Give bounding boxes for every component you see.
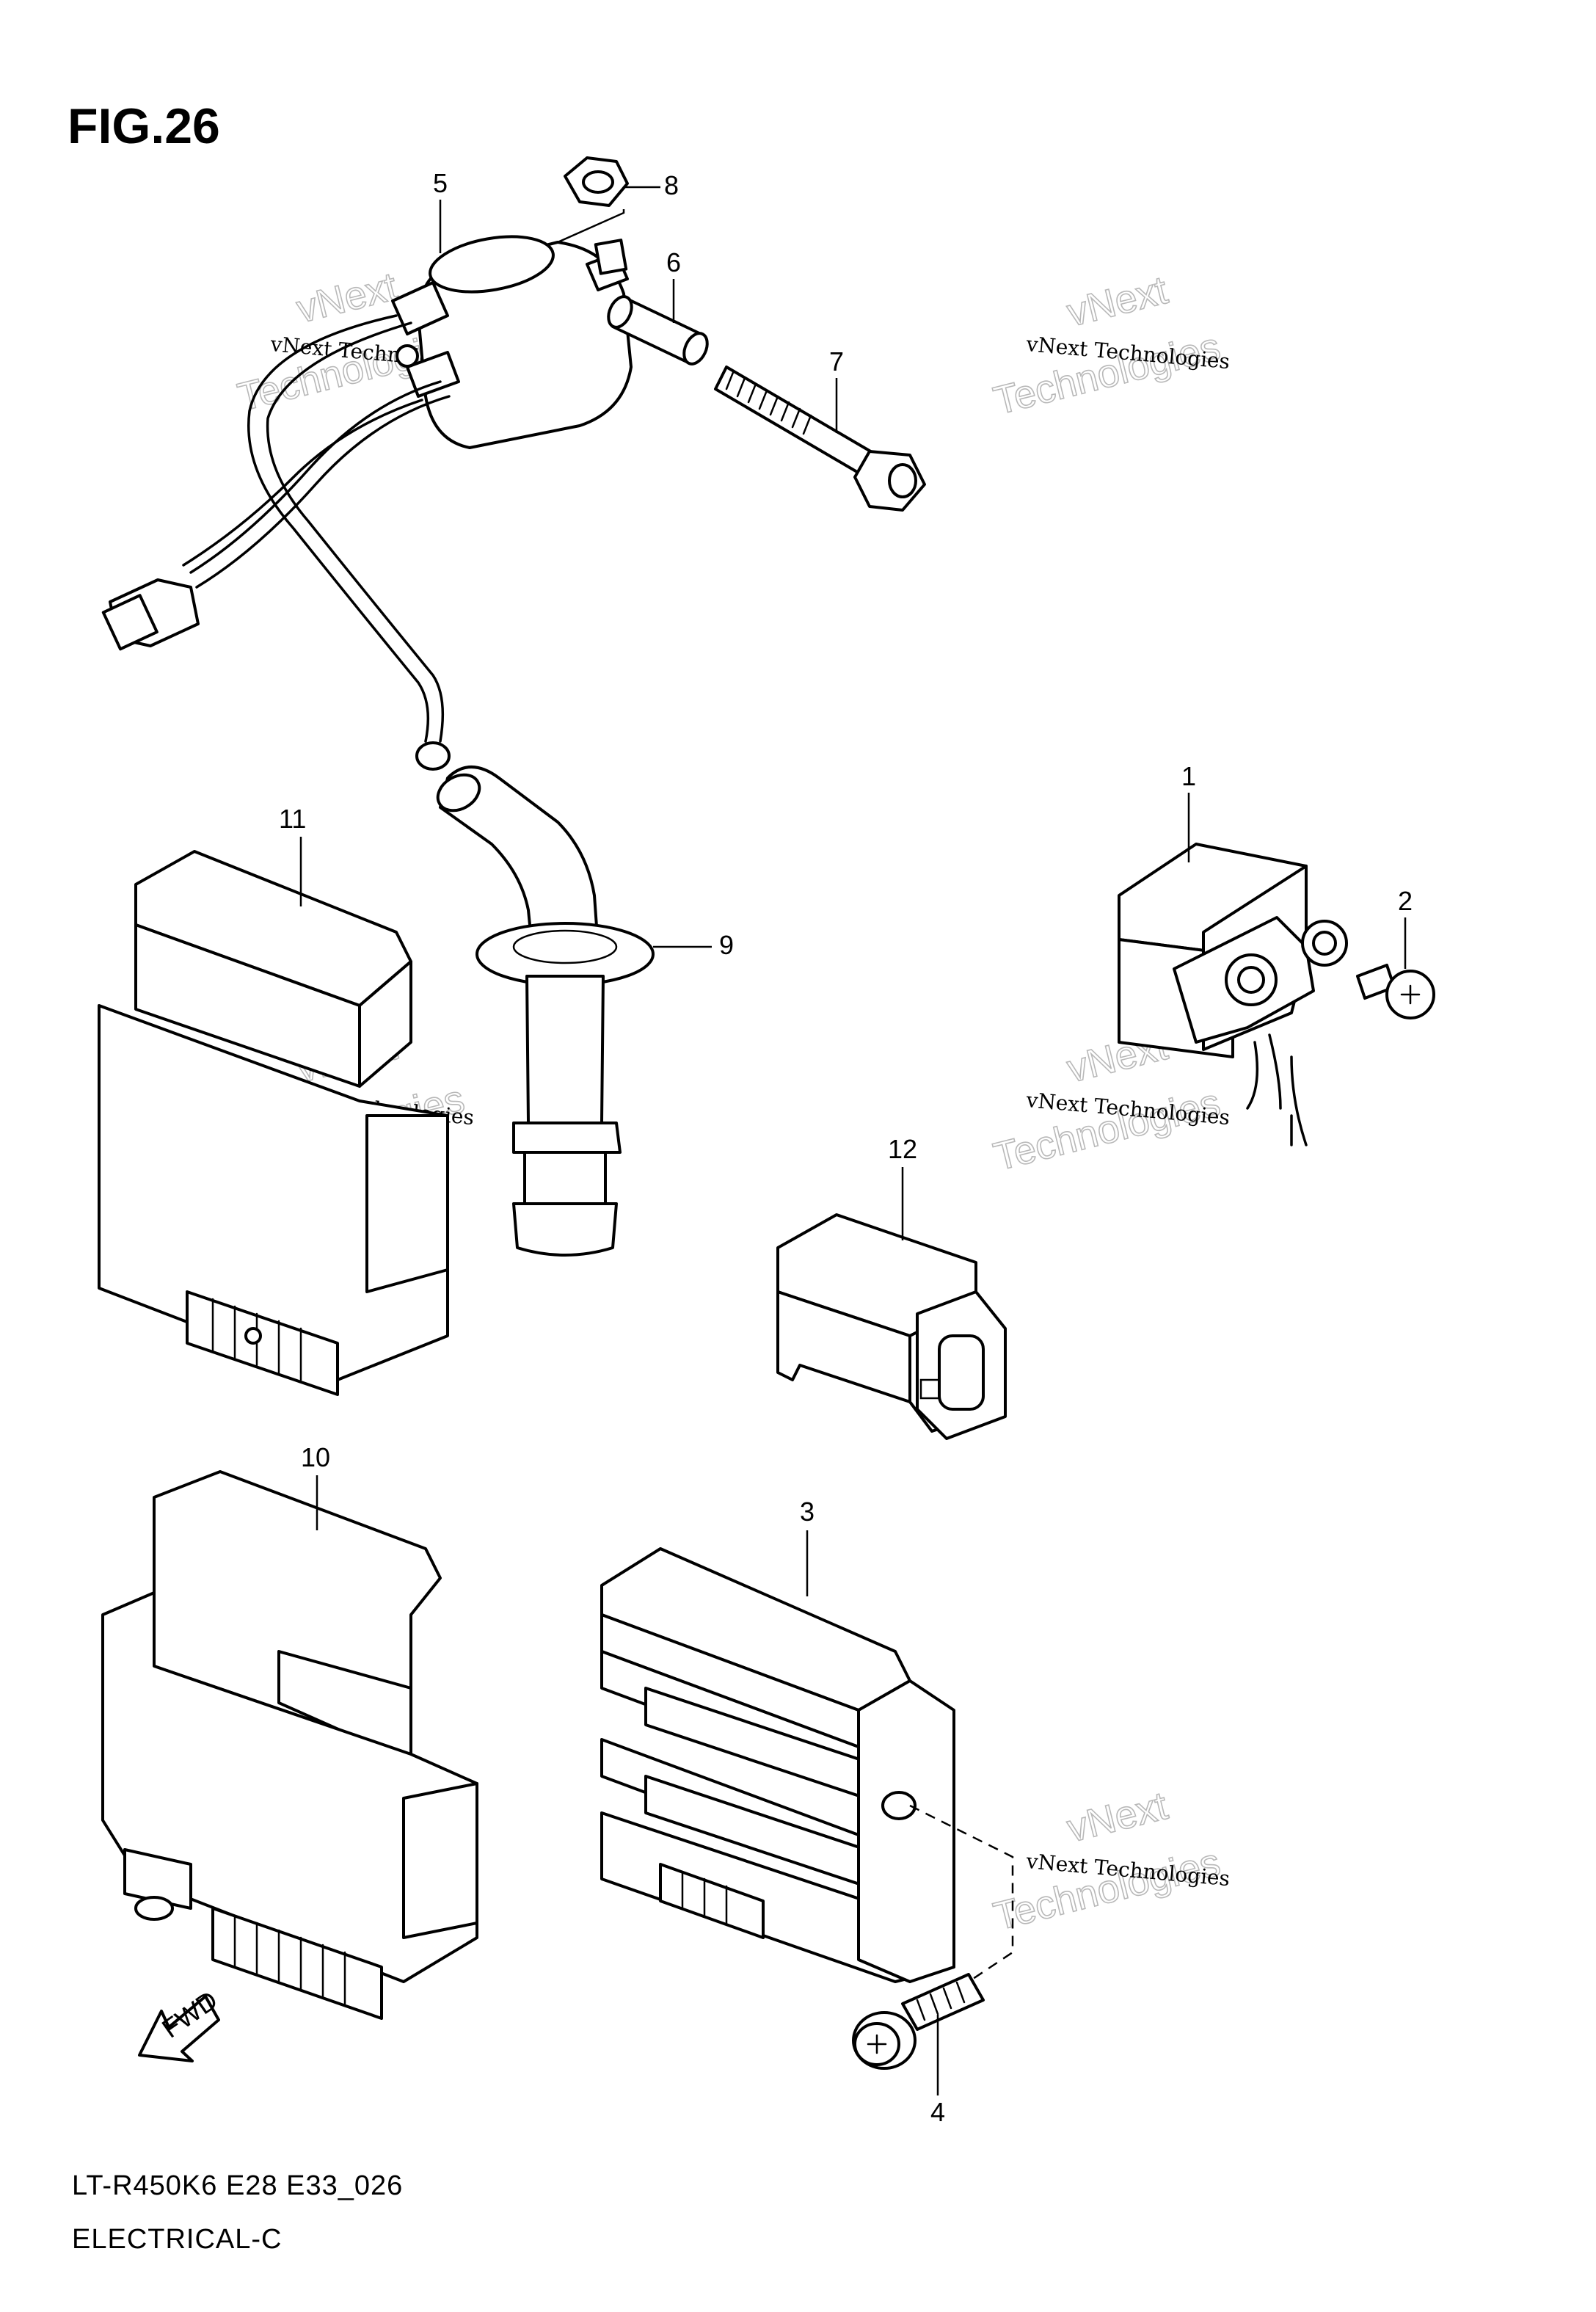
callout-10: 10	[301, 1442, 330, 1472]
part-11-ecm-unit[interactable]	[98, 850, 449, 1396]
callout-5: 5	[433, 168, 448, 198]
footer-model-code: LT-R450K6 E28 E33_026	[72, 2170, 403, 2201]
part-7-bolt[interactable]	[714, 366, 926, 512]
part-8-nut[interactable]	[564, 156, 629, 207]
footer-section-name: ELECTRICAL-C	[72, 2224, 283, 2255]
callout-2: 2	[1398, 886, 1413, 916]
part-10-ecm-unit[interactable]	[101, 1470, 478, 2020]
callout-12: 12	[888, 1134, 917, 1164]
callout-1: 1	[1181, 761, 1196, 791]
part-4-flange-bolt[interactable]	[852, 1973, 985, 2070]
part-9-spark-plug-cap[interactable]	[431, 766, 655, 1257]
callout-7: 7	[829, 346, 844, 377]
figure-title: FIG.26	[68, 98, 220, 154]
callout-9: 9	[719, 930, 734, 960]
callout-11: 11	[279, 804, 306, 834]
part-12-connector[interactable]	[776, 1213, 1007, 1440]
fwd-arrow: FWD	[138, 1985, 223, 2062]
callout-8: 8	[664, 170, 679, 200]
watermark-big-brand: vNext	[1063, 1784, 1171, 1851]
callout-6: 6	[666, 247, 681, 277]
mounting-guide-dashed	[909, 1804, 1014, 1998]
part-1-starter-relay[interactable]	[1118, 843, 1348, 1146]
watermark-bottom-right: vNext Technologies vNext Technologies	[989, 1783, 1231, 1939]
part-6-spacer[interactable]	[604, 293, 712, 368]
callout-4: 4	[930, 2097, 945, 2127]
watermark-big-brand: vNext	[1063, 268, 1171, 335]
callout-3: 3	[800, 1497, 815, 1527]
watermark-big-brand: vNext	[292, 264, 401, 332]
watermark-top-right: vNext Technologies vNext Technologies	[989, 267, 1231, 423]
part-5-ignition-coil[interactable]	[101, 228, 633, 771]
part-3-regulator-rectifier[interactable]	[600, 1547, 955, 1983]
leader-line-8b	[557, 209, 625, 244]
watermark-big-company: Technologies	[989, 1840, 1224, 1938]
part-2-screw[interactable]	[1356, 964, 1435, 1019]
